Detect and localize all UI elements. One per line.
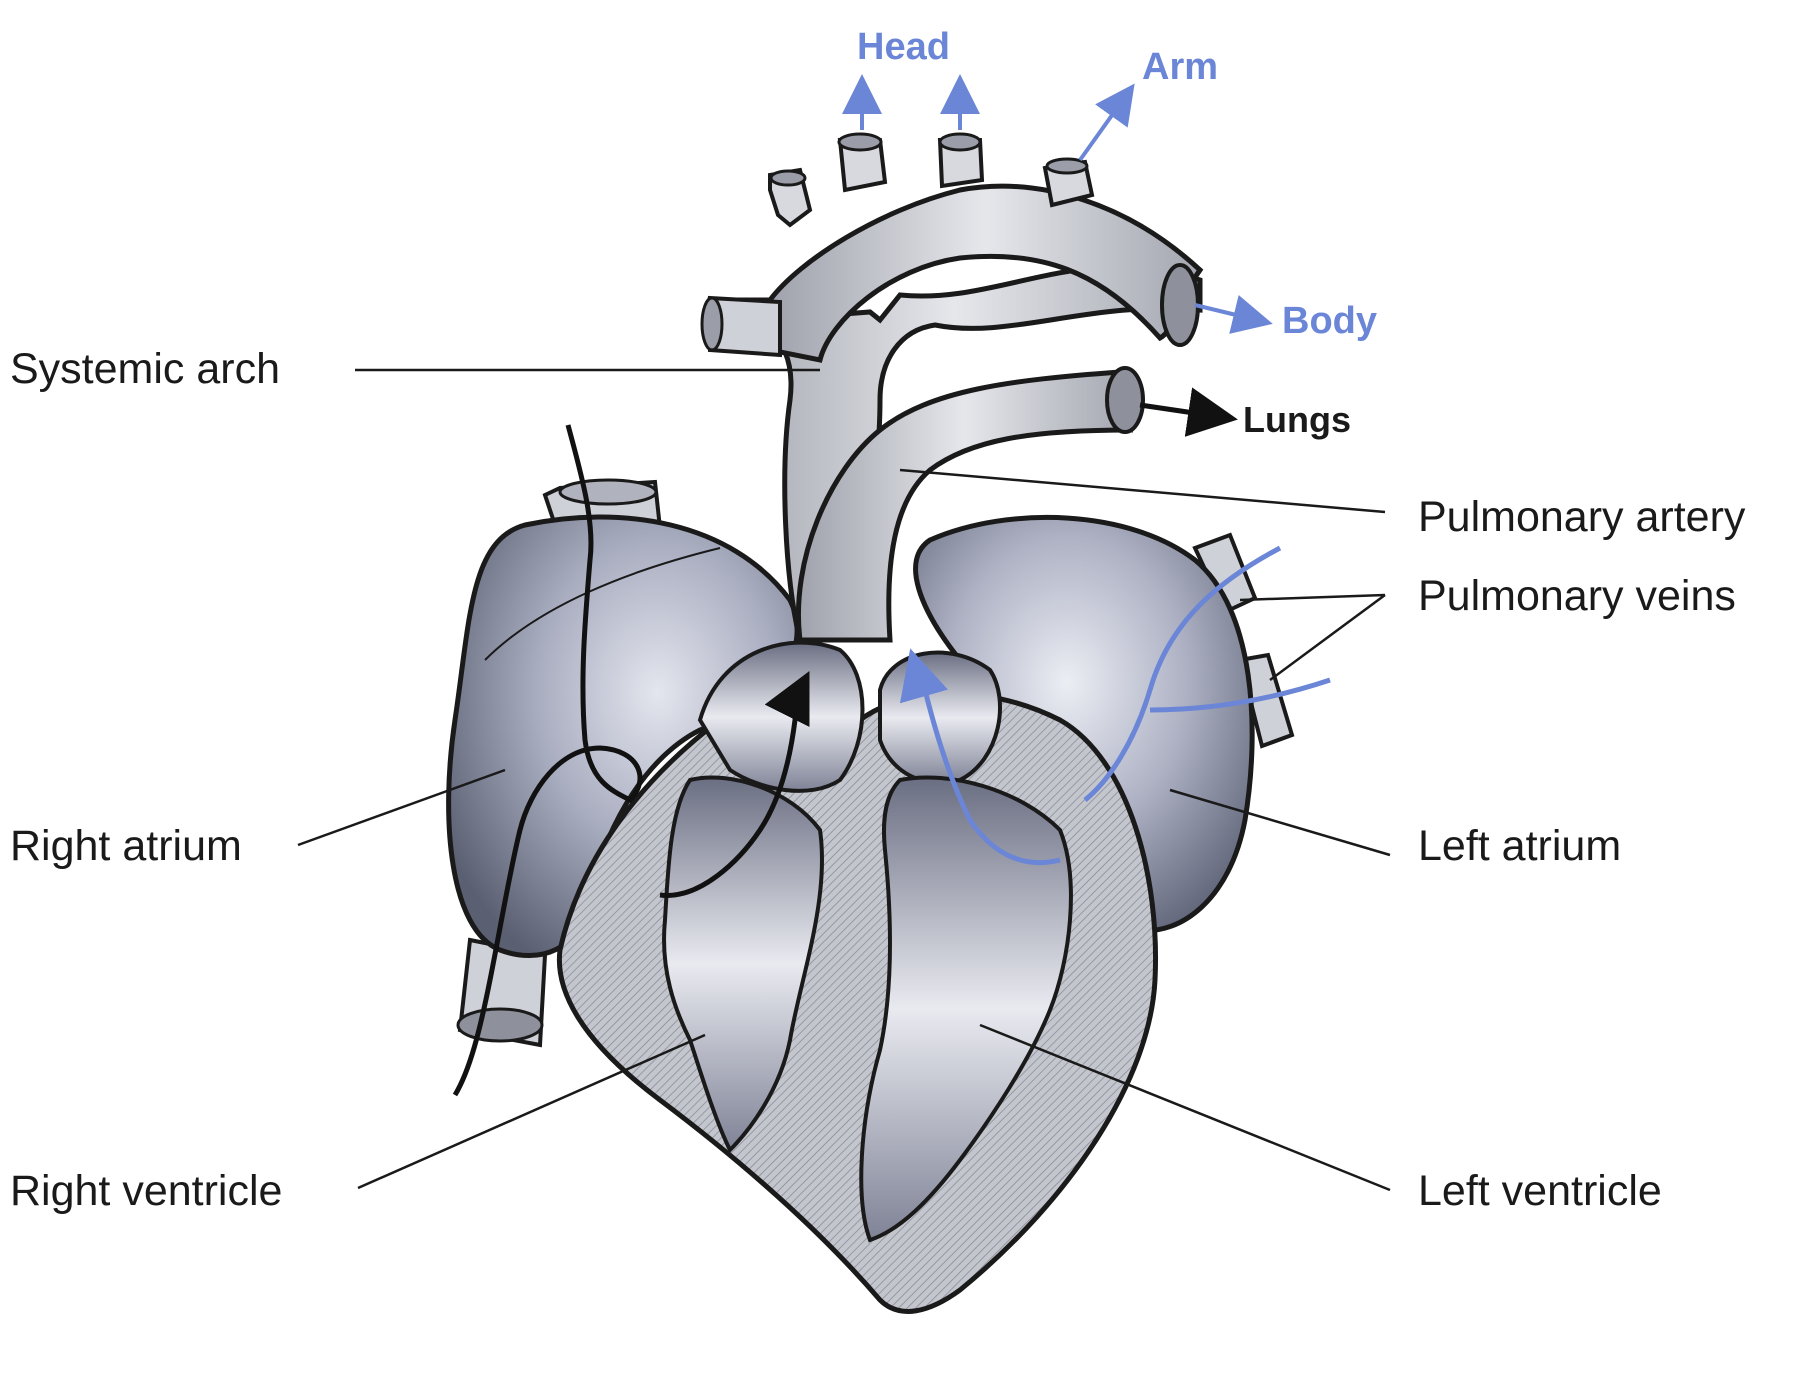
label-pulmonary-artery: Pulmonary artery — [1418, 496, 1745, 539]
valve-region-left — [880, 653, 1000, 783]
arrow-body — [1195, 305, 1265, 322]
leader-right-ventricle — [358, 1035, 705, 1188]
label-arm: Arm — [1142, 48, 1218, 86]
ventricle-body — [559, 694, 1155, 1312]
label-body: Body — [1282, 302, 1377, 340]
label-lungs: Lungs — [1243, 402, 1351, 438]
label-left-ventricle: Left ventricle — [1418, 1170, 1662, 1213]
label-right-ventricle: Right ventricle — [10, 1170, 282, 1213]
leader-pulmonary-veins-2 — [1270, 595, 1385, 680]
leader-pulmonary-veins-1 — [1240, 595, 1385, 600]
leader-pulmonary-artery — [900, 470, 1385, 512]
label-left-atrium: Left atrium — [1418, 825, 1621, 868]
label-right-atrium: Right atrium — [10, 825, 242, 868]
arrow-arm — [1080, 90, 1130, 160]
label-head: Head — [857, 28, 950, 66]
label-systemic-arch: Systemic arch — [10, 348, 280, 391]
label-pulmonary-veins: Pulmonary veins — [1418, 575, 1736, 618]
arrow-lungs — [1140, 405, 1228, 418]
